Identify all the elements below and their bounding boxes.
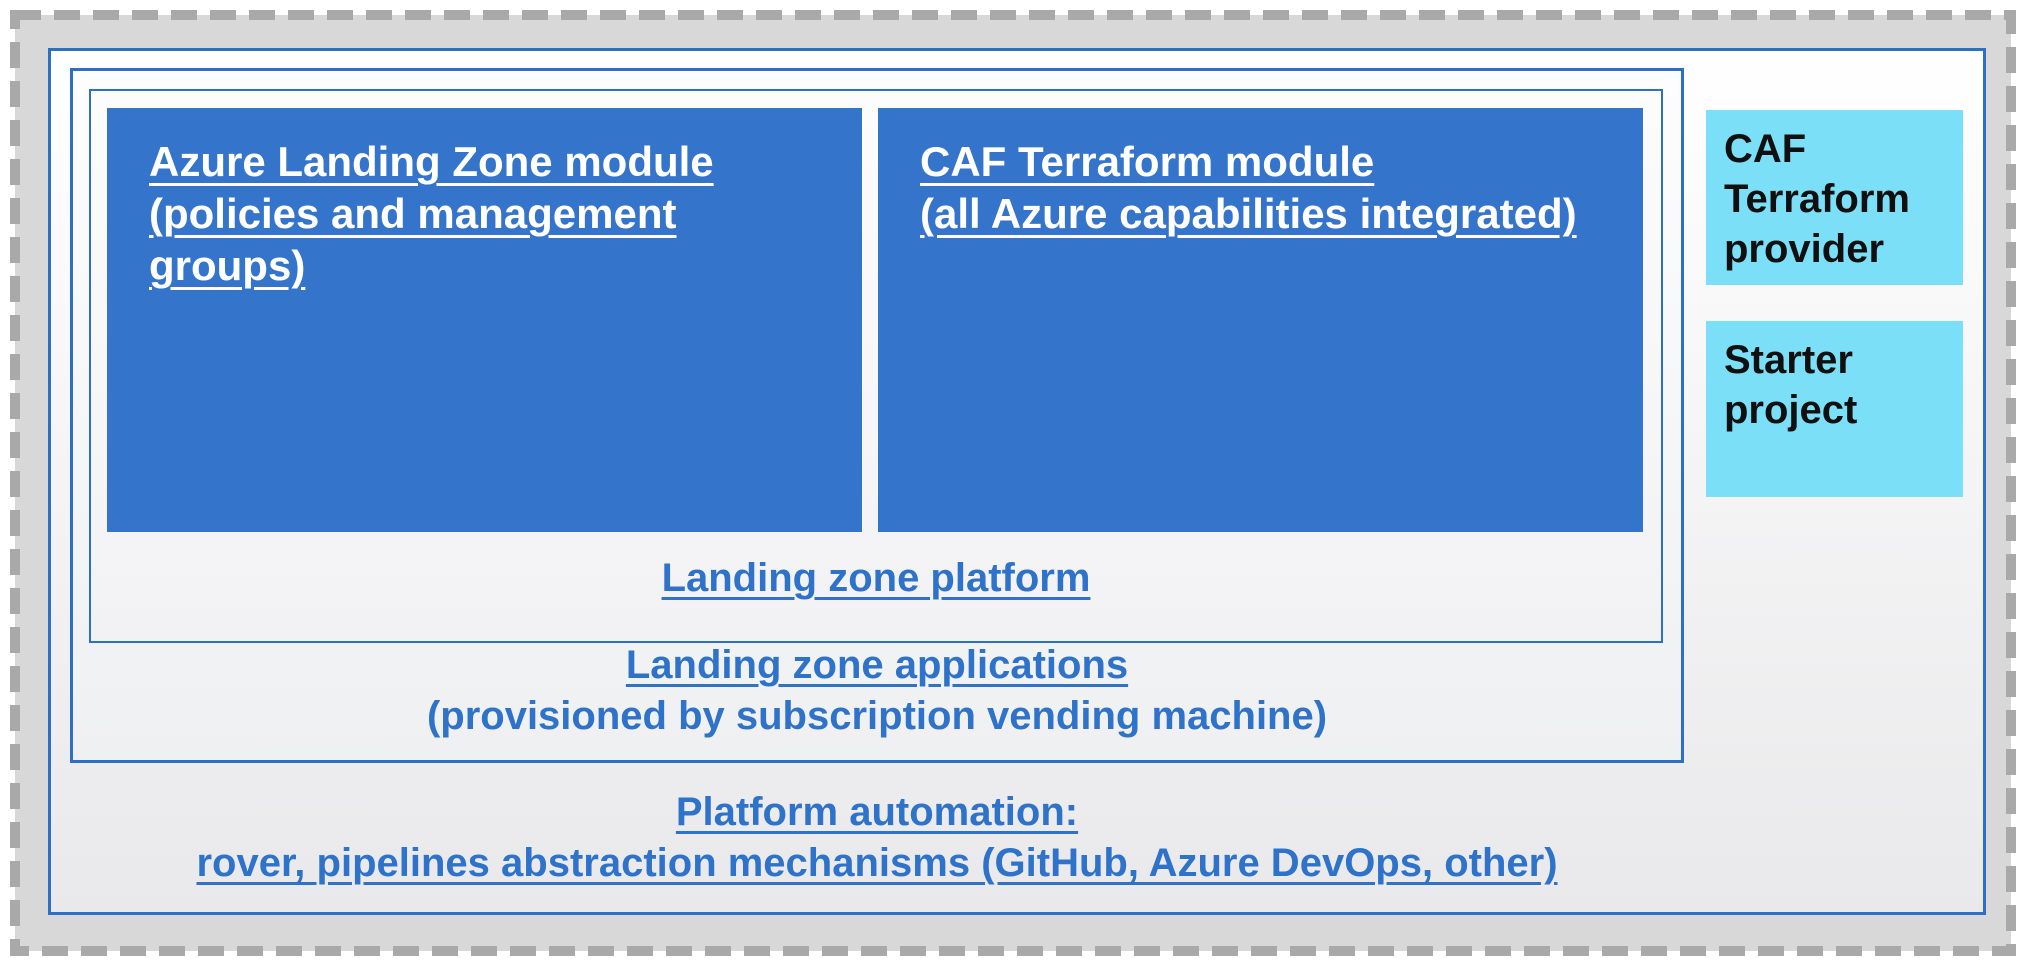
azure-landing-zone-module-box: Azure Landing Zone module (policies and … bbox=[107, 108, 862, 532]
azure-landing-zone-module-title[interactable]: Azure Landing Zone module bbox=[149, 138, 714, 185]
landing-zone-platform-label-row: Landing zone platform bbox=[89, 553, 1663, 604]
landing-zone-applications-label[interactable]: Landing zone applications bbox=[625, 643, 1129, 687]
platform-automation-label[interactable]: Platform automation: bbox=[675, 790, 1079, 834]
landing-zone-applications-label-row: Landing zone applications (provisioned b… bbox=[70, 640, 1684, 742]
landing-zone-applications-sublabel: (provisioned by subscription vending mac… bbox=[426, 694, 1328, 738]
azure-landing-zone-module-subtitle[interactable]: (policies and management groups) bbox=[149, 190, 677, 289]
caf-terraform-provider-label: CAF Terraform provider bbox=[1724, 127, 1910, 271]
platform-automation-label-row: Platform automation: rover, pipelines ab… bbox=[70, 787, 1684, 889]
caf-terraform-provider-box: CAF Terraform provider bbox=[1706, 110, 1963, 285]
landing-zone-platform-label[interactable]: Landing zone platform bbox=[661, 556, 1091, 600]
starter-project-box: Starter project bbox=[1706, 321, 1963, 497]
starter-project-label: Starter project bbox=[1724, 338, 1858, 432]
caf-terraform-module-box: CAF Terraform module (all Azure capabili… bbox=[878, 108, 1643, 532]
caf-terraform-module-title[interactable]: CAF Terraform module bbox=[920, 138, 1375, 185]
caf-terraform-module-subtitle[interactable]: (all Azure capabilities integrated) bbox=[920, 190, 1577, 237]
platform-automation-sublabel[interactable]: rover, pipelines abstraction mechanisms … bbox=[196, 841, 1558, 885]
